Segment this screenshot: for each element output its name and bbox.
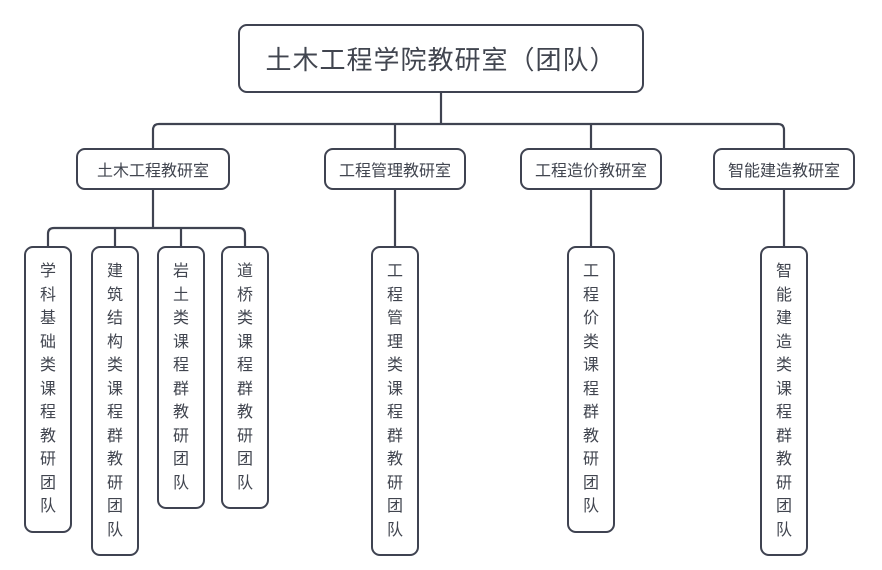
team-node-engineering-cost: 工程价类课程群教研团队 (567, 246, 615, 533)
dept-node-engineering-cost: 工程造价教研室 (520, 148, 662, 190)
team-node-discipline-basics: 学科基础类课程教研团队 (24, 246, 72, 533)
dept-node-label: 智能建造教研室 (727, 163, 840, 180)
connector-dept1-bus (46, 226, 247, 246)
team-node-building-structure: 建筑结构类课程群教研团队 (91, 246, 139, 556)
team-node-label: 岩土类课程群教研团队 (172, 263, 189, 492)
connector-level1-bus (151, 122, 786, 148)
team-node-label: 工程管理类课程群教研团队 (386, 263, 403, 539)
dept-node-label: 工程造价教研室 (534, 163, 647, 180)
dept-node-label: 土木工程教研室 (96, 163, 209, 180)
team-node-label: 工程价类课程群教研团队 (582, 263, 599, 515)
dept-node-engineering-management: 工程管理教研室 (324, 148, 466, 190)
team-node-road-bridge: 道桥类课程群教研团队 (221, 246, 269, 509)
root-node: 土木工程学院教研室（团队） (238, 24, 644, 93)
team-node-label: 智能建造类课程群教研团队 (775, 263, 792, 539)
team-node-label: 道桥类课程群教研团队 (236, 263, 253, 492)
dept-node-intelligent-construction: 智能建造教研室 (713, 148, 855, 190)
team-node-geotechnical: 岩土类课程群教研团队 (157, 246, 205, 509)
dept-node-label: 工程管理教研室 (338, 163, 451, 180)
team-node-label: 建筑结构类课程群教研团队 (106, 263, 123, 539)
team-node-intelligent-construction: 智能建造类课程群教研团队 (760, 246, 808, 556)
dept-node-civil-engineering: 土木工程教研室 (76, 148, 230, 190)
root-node-label: 土木工程学院教研室（团队） (265, 45, 617, 75)
team-node-engineering-management: 工程管理类课程群教研团队 (371, 246, 419, 556)
team-node-label: 学科基础类课程教研团队 (39, 263, 56, 515)
